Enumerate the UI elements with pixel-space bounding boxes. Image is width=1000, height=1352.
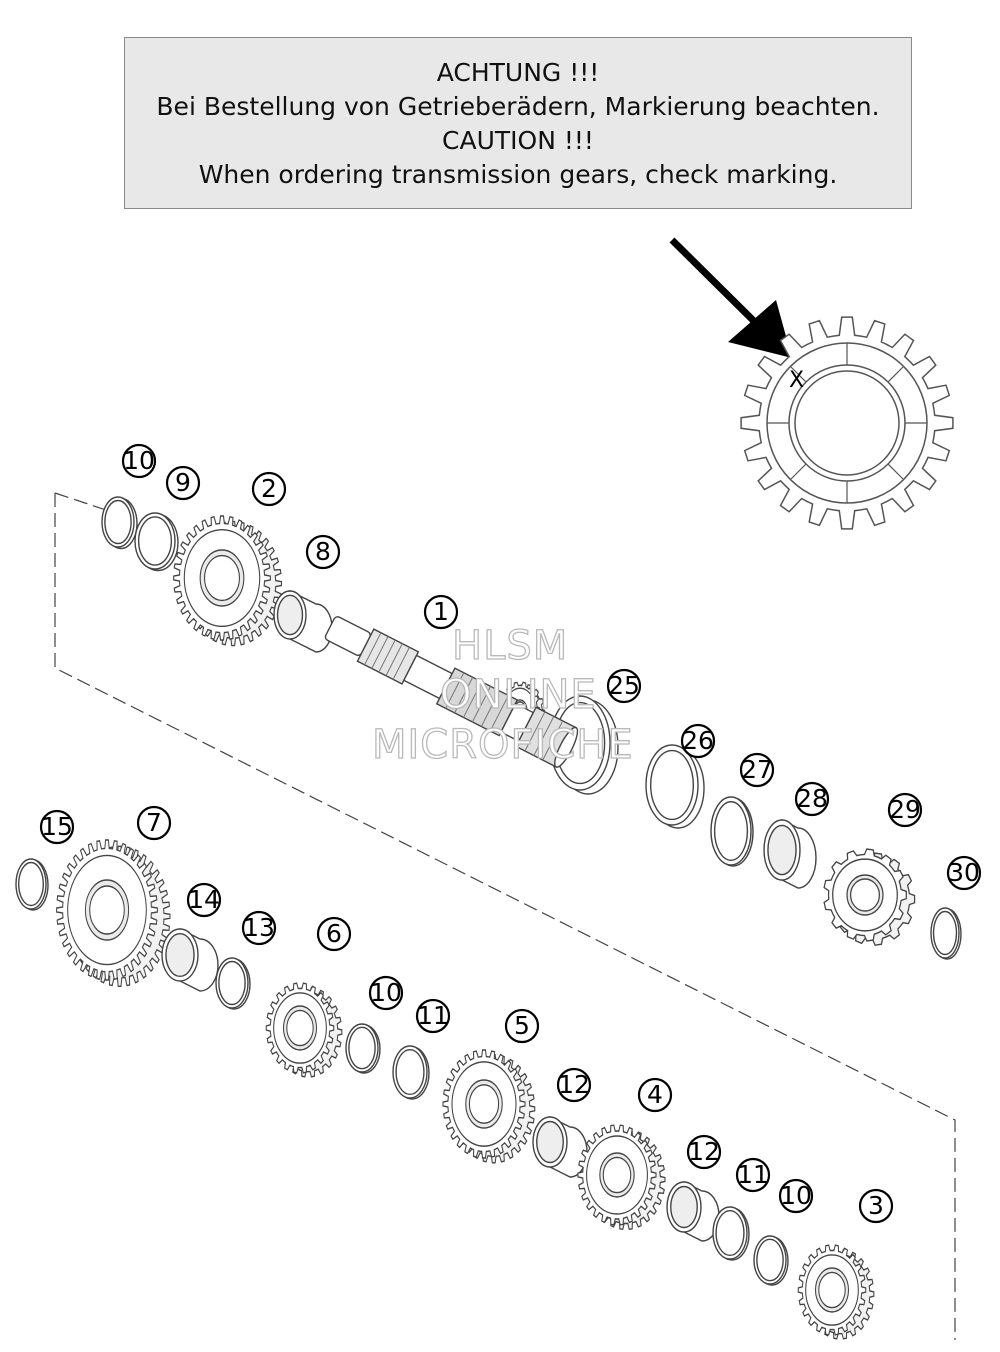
circlip-10-lower-b bbox=[753, 1235, 789, 1286]
circlip-10-upper bbox=[101, 496, 138, 550]
callout-label: 26 bbox=[682, 726, 714, 755]
callout-label: 11 bbox=[417, 1001, 449, 1030]
notice-line-de-title: ACHTUNG !!! bbox=[436, 58, 600, 87]
callout-5: 5 bbox=[504, 1008, 540, 1044]
callout-27: 27 bbox=[739, 752, 775, 788]
callout-6: 6 bbox=[316, 916, 352, 952]
callout-25: 25 bbox=[606, 668, 642, 704]
gear-4 bbox=[577, 1124, 666, 1231]
gear-6 bbox=[265, 982, 343, 1078]
gear-3 bbox=[797, 1244, 875, 1340]
circlip-30 bbox=[930, 907, 962, 960]
marking-x-symbol: X bbox=[789, 368, 804, 393]
callout-10: 10 bbox=[778, 1178, 814, 1214]
callout-3: 3 bbox=[858, 1188, 894, 1224]
callout-label: 30 bbox=[948, 858, 980, 887]
thrust-washer-15 bbox=[15, 858, 49, 911]
callout-label: 9 bbox=[175, 468, 191, 497]
callout-label: 8 bbox=[315, 537, 331, 566]
callout-label: 10 bbox=[370, 978, 402, 1007]
marked-gear-detail: X bbox=[740, 316, 954, 530]
watermark-line1: HLSM bbox=[452, 623, 568, 669]
sprocket-29 bbox=[823, 848, 916, 946]
callout-label: 11 bbox=[737, 1160, 769, 1189]
notice-line-de-text: Bei Bestellung von Getrieberädern, Marki… bbox=[156, 92, 880, 121]
callout-8: 8 bbox=[305, 534, 341, 570]
callout-label: 1 bbox=[433, 597, 449, 626]
watermark-line2: ONLINE bbox=[440, 672, 597, 718]
main-shaft bbox=[324, 616, 579, 768]
callout-14: 14 bbox=[186, 882, 222, 918]
callout-label: 5 bbox=[514, 1011, 530, 1040]
circlip-10-lower-a bbox=[345, 1023, 381, 1074]
callout-10: 10 bbox=[368, 975, 404, 1011]
callout-12: 12 bbox=[686, 1134, 722, 1170]
callout-label: 12 bbox=[688, 1137, 720, 1166]
callout-13: 13 bbox=[241, 910, 277, 946]
watermark-line3: MICROFICHE bbox=[372, 722, 634, 768]
needle-bearing-8 bbox=[273, 589, 333, 653]
callout-label: 28 bbox=[796, 784, 828, 813]
callout-label: 25 bbox=[608, 671, 640, 700]
callout-12: 12 bbox=[556, 1067, 592, 1103]
callout-15: 15 bbox=[39, 809, 75, 845]
spacer-bushing-28 bbox=[763, 818, 817, 889]
callout-26: 26 bbox=[680, 723, 716, 759]
ordering-notice: ACHTUNG !!! Bei Bestellung von Getrieber… bbox=[124, 37, 912, 209]
callout-9: 9 bbox=[165, 465, 201, 501]
needle-bearing-12-b bbox=[666, 1180, 720, 1242]
callout-2: 2 bbox=[251, 471, 287, 507]
callout-label: 3 bbox=[868, 1191, 884, 1220]
gear-2 bbox=[173, 515, 283, 647]
callout-label: 14 bbox=[188, 885, 220, 914]
needle-bearing-14 bbox=[161, 927, 219, 992]
callout-label: 7 bbox=[146, 808, 162, 837]
notice-line-en-text: When ordering transmission gears, check … bbox=[198, 160, 838, 189]
callout-1: 1 bbox=[423, 594, 459, 630]
o-ring-27 bbox=[710, 796, 754, 867]
callout-4: 4 bbox=[637, 1077, 673, 1113]
callout-label: 29 bbox=[889, 795, 921, 824]
callout-11: 11 bbox=[415, 998, 451, 1034]
callout-10: 10 bbox=[121, 443, 157, 479]
callout-label: 6 bbox=[326, 919, 342, 948]
needle-bearing-12-a bbox=[532, 1115, 588, 1178]
callout-label: 10 bbox=[123, 446, 155, 475]
callout-28: 28 bbox=[794, 781, 830, 817]
callout-label: 10 bbox=[780, 1181, 812, 1210]
assembly-boundary bbox=[54, 492, 956, 1340]
washer-11-b bbox=[712, 1206, 750, 1261]
watermark: HLSM ONLINE MICROFICHE bbox=[371, 622, 634, 768]
shaft-seal-26 bbox=[645, 744, 705, 829]
callout-label: 27 bbox=[741, 755, 773, 784]
gear-7 bbox=[56, 839, 171, 987]
thrust-washer-13 bbox=[215, 957, 251, 1010]
marking-arrow bbox=[669, 237, 792, 358]
washer-11-a bbox=[392, 1045, 430, 1100]
callout-label: 2 bbox=[261, 474, 277, 503]
callout-label: 15 bbox=[41, 812, 73, 841]
callout-29: 29 bbox=[887, 792, 923, 828]
callout-7: 7 bbox=[136, 805, 172, 841]
callout-label: 12 bbox=[558, 1070, 590, 1099]
notice-line-en-title: CAUTION !!! bbox=[442, 126, 594, 155]
callout-label: 13 bbox=[243, 913, 275, 942]
callout-label: 4 bbox=[647, 1080, 663, 1109]
callout-11: 11 bbox=[735, 1157, 771, 1193]
gear-5 bbox=[442, 1049, 536, 1164]
callout-30: 30 bbox=[946, 855, 982, 891]
thrust-washer-9 bbox=[134, 512, 179, 572]
